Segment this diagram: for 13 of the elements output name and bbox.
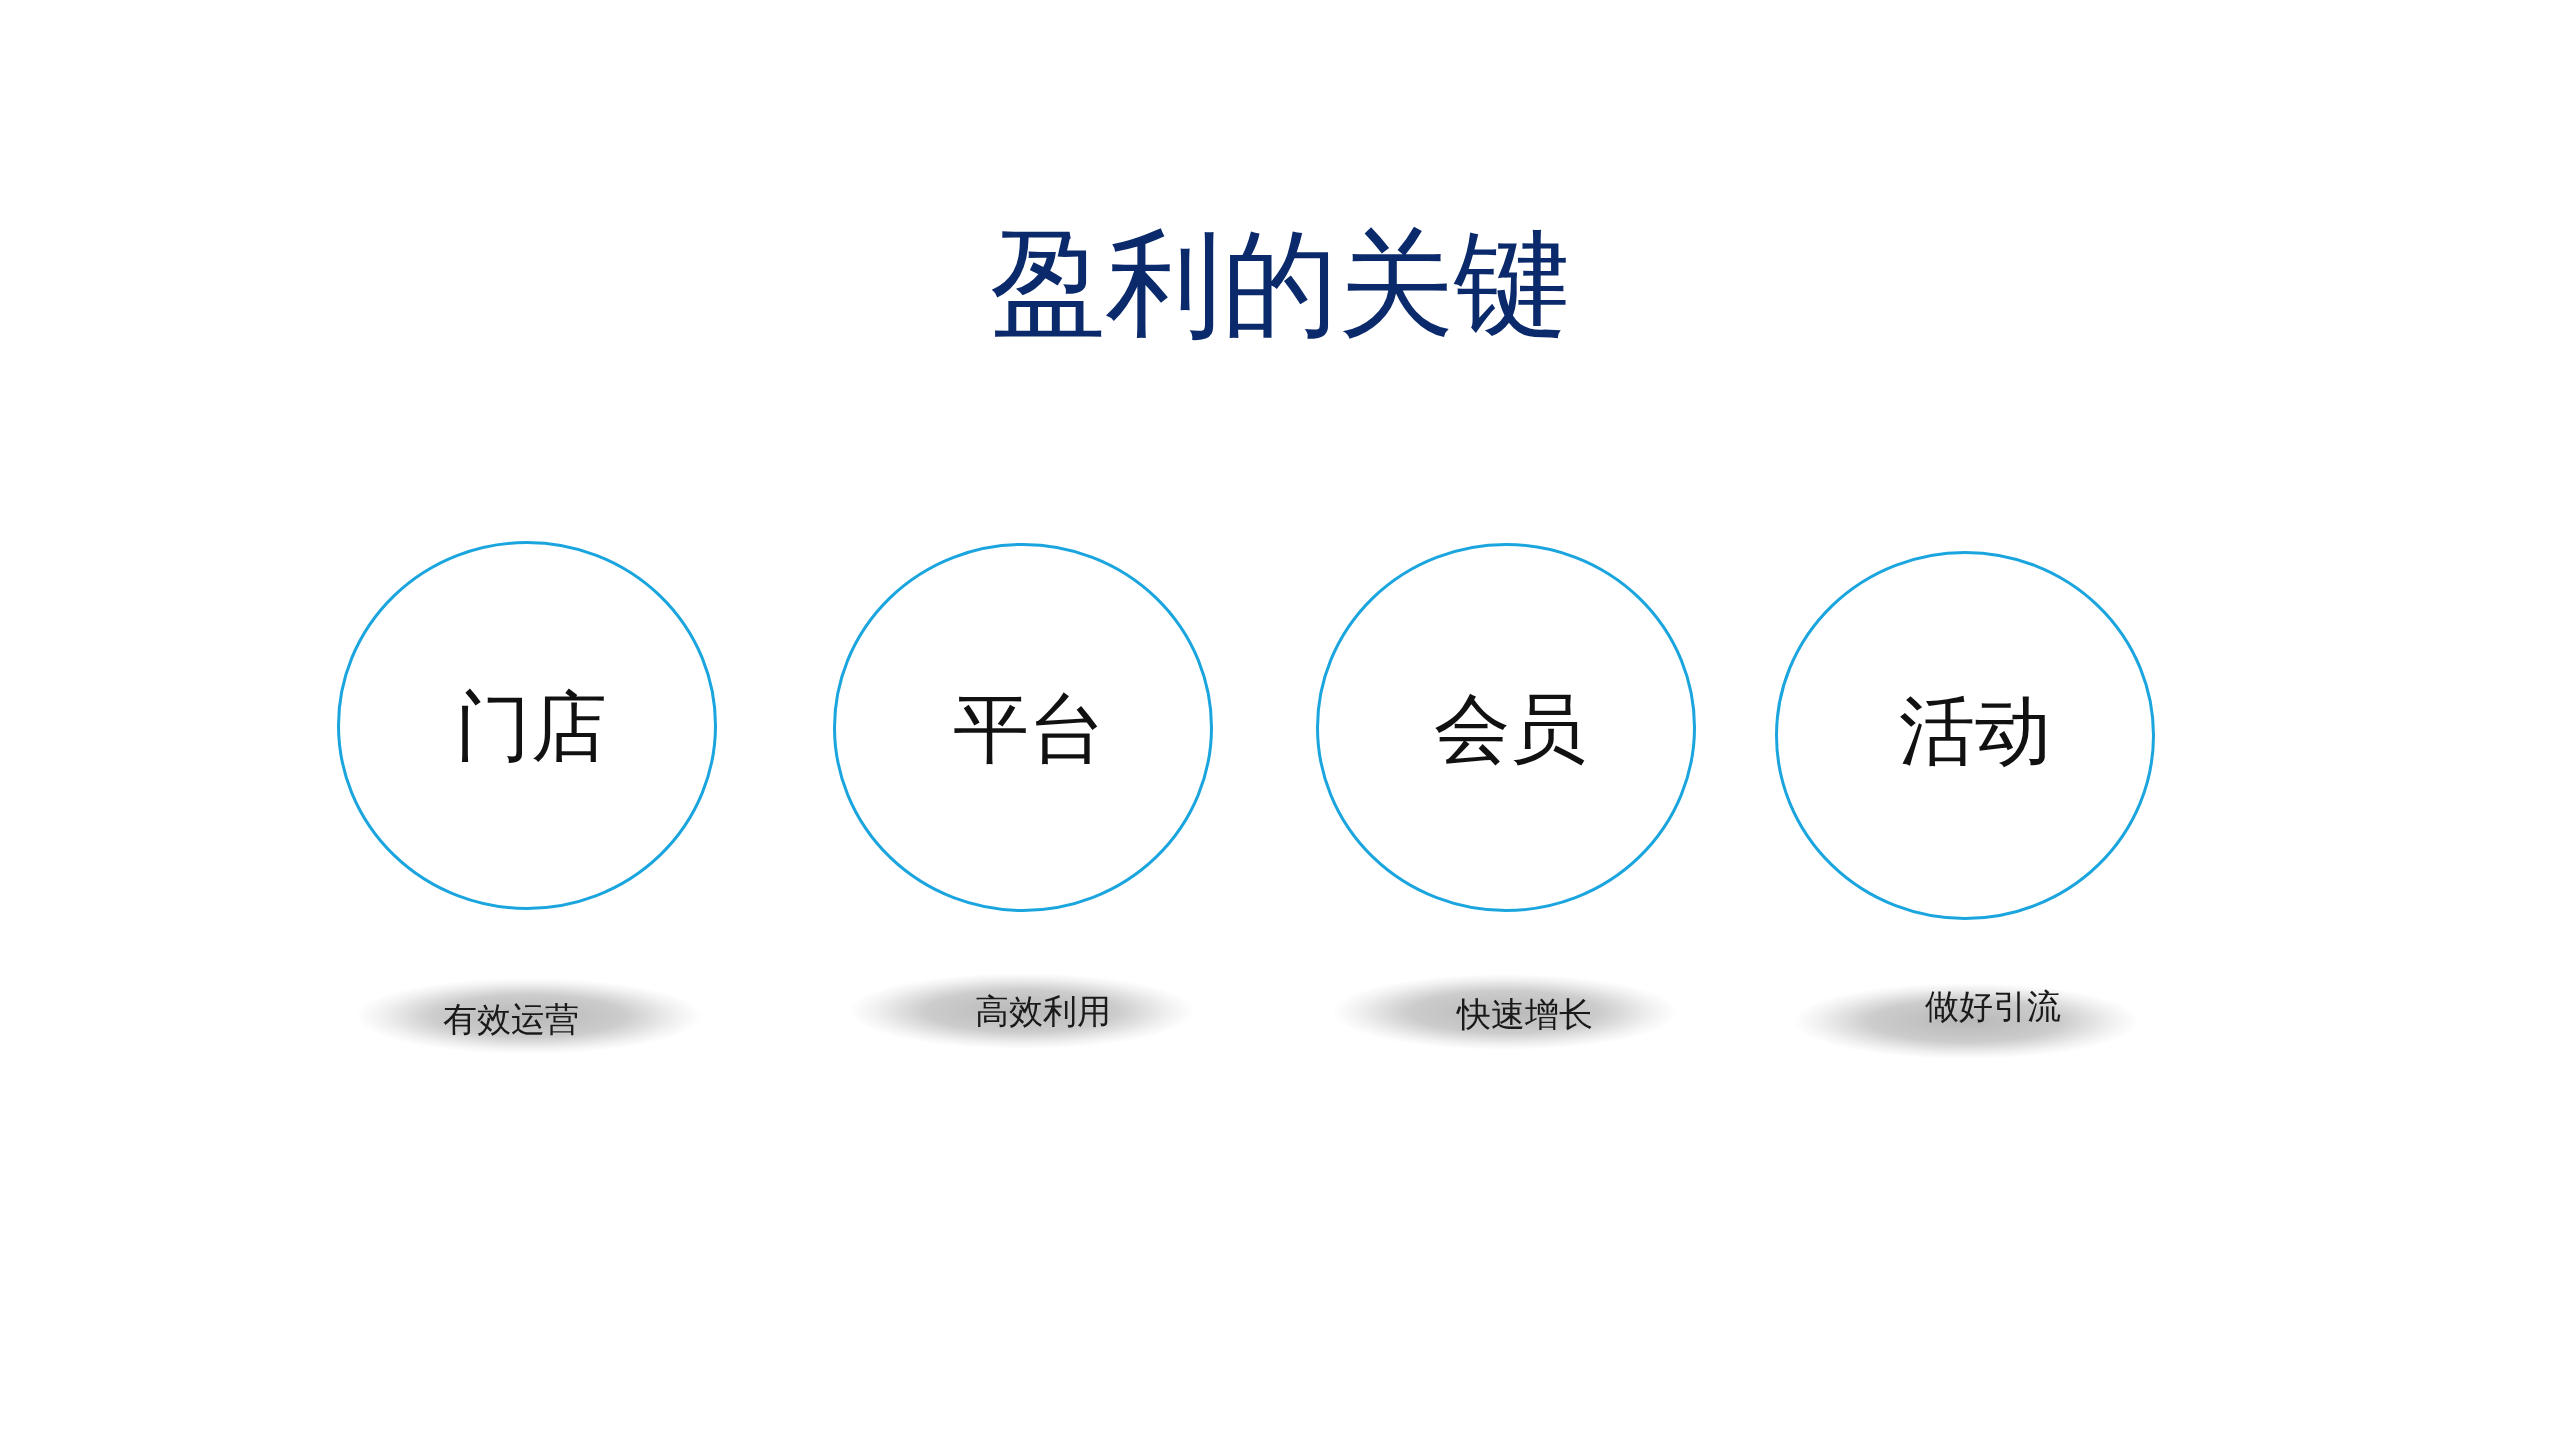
title: 盈利的关键 [990,226,1570,342]
circle [337,540,717,910]
circle [1775,550,2155,920]
caption-text: 做好引流 [1925,989,2061,1023]
caption-text: 快速增长 [1457,997,1593,1031]
circle-label: 会员 [1434,691,1586,767]
circle-label: 门店 [455,689,607,765]
circle-label: 平台 [953,691,1105,767]
circle-label: 活动 [1899,693,2051,769]
caption-text: 有效运营 [443,1002,579,1036]
caption-text: 高效利用 [975,994,1111,1028]
circle [833,542,1213,912]
circle [1316,542,1696,912]
